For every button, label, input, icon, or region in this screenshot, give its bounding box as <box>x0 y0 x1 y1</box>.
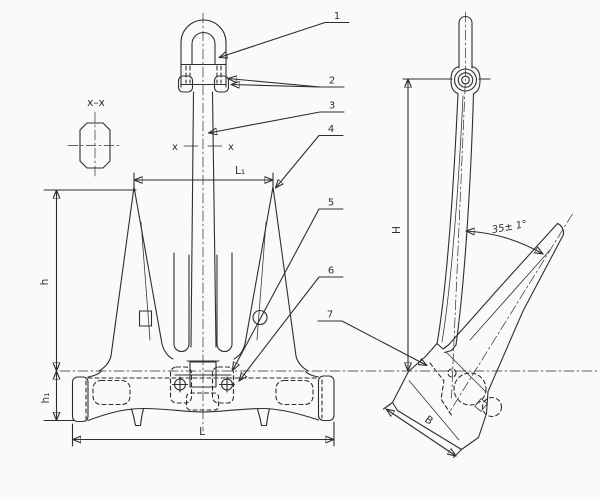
shank-edge-left <box>190 91 195 348</box>
pin-boss-ring-mid <box>457 72 474 88</box>
crown-hidden-detail <box>85 366 323 420</box>
section-marker-left: x <box>172 142 178 153</box>
crown-cap-right <box>317 375 335 422</box>
shank-edge-right <box>211 91 217 348</box>
leader-6 <box>238 276 344 382</box>
dim-angle-label: 35± 1° <box>491 219 528 236</box>
callout-1: 1 <box>334 11 340 22</box>
crown-side-lug <box>474 398 488 412</box>
crown-top-corners <box>87 370 320 378</box>
crown-bottom-edge <box>87 407 320 422</box>
fluke-right-inner-edge <box>233 186 274 360</box>
fluke-right-rib <box>256 221 267 341</box>
dim-h1-label: h₁ <box>40 393 52 404</box>
crown-side-hidden-detail <box>429 362 503 418</box>
leader-4 <box>274 134 344 189</box>
dim-B-ext-top <box>382 401 394 410</box>
leader-1 <box>218 21 350 58</box>
callout-6: 6 <box>328 266 334 277</box>
section-profile <box>79 122 111 169</box>
side-shank-centerline <box>451 11 466 399</box>
crown-front <box>71 360 335 427</box>
fluke-right-outer-edge <box>272 186 309 372</box>
pin-boss <box>450 65 481 95</box>
shank-prong-right <box>216 252 233 352</box>
crown-side-top-edge <box>436 342 457 354</box>
shackle-bow-inner <box>191 32 216 65</box>
shackle-side <box>450 15 481 95</box>
shackle-pin-hidden <box>185 65 222 84</box>
fluke-left-rib <box>140 221 151 341</box>
fluke-left-outer-edge <box>98 186 135 372</box>
shank-side <box>436 92 475 346</box>
side-view <box>391 15 565 451</box>
pin-center-ticks <box>171 376 236 393</box>
callout-3: 3 <box>329 101 335 112</box>
section-label: x–x <box>87 97 105 109</box>
leader-3 <box>207 111 345 133</box>
callout-7: 7 <box>327 310 333 321</box>
dim-angle-arc <box>465 231 544 255</box>
dim-h-label: h <box>39 279 51 286</box>
shackle <box>177 19 230 93</box>
section-marker-right: x <box>228 142 234 153</box>
leader-5 <box>231 208 344 372</box>
dim-H-label: H <box>391 226 403 234</box>
shank-side-inner-line <box>441 95 464 343</box>
section-view: x–x <box>67 97 123 180</box>
shank-side-edge-right <box>455 92 475 346</box>
callout-4: 4 <box>328 124 334 135</box>
dim-B-label: B <box>422 414 435 428</box>
crown-side-inner-lines <box>408 351 487 441</box>
crown-stabilizer-right <box>256 408 271 427</box>
flukes-front <box>98 186 309 372</box>
callout-2: 2 <box>329 76 335 87</box>
leader-2a <box>227 79 321 88</box>
crown-stabilizer-left <box>130 408 145 427</box>
shank-prong-left <box>173 252 190 352</box>
shackle-bow-outer <box>180 19 227 88</box>
leader-2b <box>230 85 321 88</box>
dim-B-line <box>385 408 457 457</box>
shank-side-edge-left <box>436 92 459 345</box>
pin-boss-ring-outer <box>453 68 478 92</box>
shackle-strap <box>458 15 473 69</box>
leader-7 <box>317 320 428 367</box>
fluke-centerline <box>448 213 573 414</box>
fluke-blade-inner-line <box>469 249 551 341</box>
fluke-blade-upper-edge <box>447 222 559 346</box>
dim-l-label: L <box>199 426 205 438</box>
dimensions: L₁ h h₁ L H 35± 1° B <box>39 78 544 459</box>
crown-side-silhouette <box>391 342 489 451</box>
fluke-left-slot <box>138 310 153 327</box>
callouts: 1 2 3 4 5 6 7 <box>207 11 428 382</box>
callout-5: 5 <box>328 198 334 209</box>
dim-B-ext-bottom <box>452 448 463 459</box>
crown-cap-left <box>71 376 89 423</box>
fluke-right-hole <box>252 309 268 326</box>
fluke-left-inner-edge <box>133 186 174 360</box>
fluke-blade-lower-edge <box>487 222 565 393</box>
pin-boss-ring-inner <box>461 75 470 85</box>
front-view: x x <box>71 19 335 427</box>
dim-l1-label: L₁ <box>235 165 245 177</box>
crown-side <box>391 342 503 451</box>
